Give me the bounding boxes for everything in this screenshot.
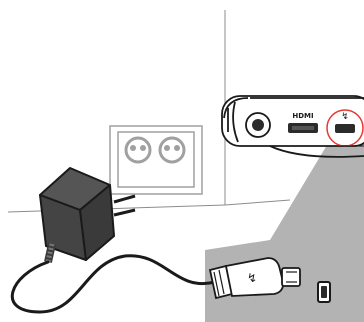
mini-usb-socket-icon [317, 281, 331, 303]
usb-cable-icon [10, 254, 217, 314]
wall-outlet-icon [109, 125, 203, 195]
hdmi-port-icon: HDMI [288, 112, 318, 133]
camera-device-icon: HDMI ↯ [221, 95, 364, 158]
mini-usb-plug-icon: ↯ [208, 257, 301, 300]
usb-plug-symbol: ↯ [247, 271, 257, 285]
hdmi-port-label: HDMI [292, 112, 313, 120]
power-adapter-icon [39, 167, 136, 263]
usb-port-symbol: ↯ [341, 112, 349, 122]
